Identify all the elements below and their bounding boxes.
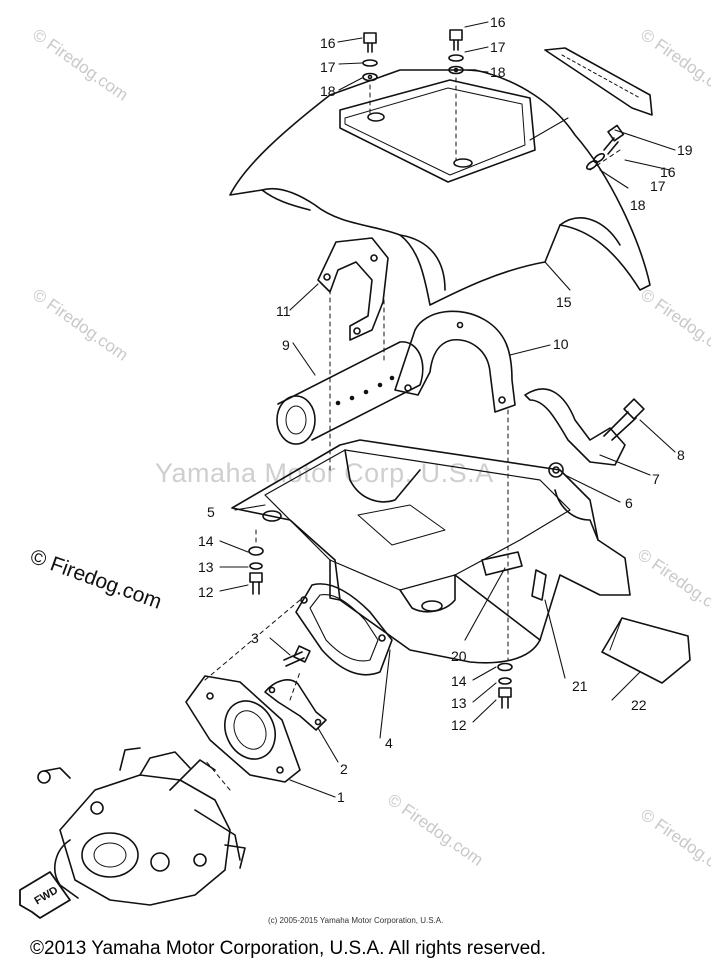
callout-13-left: 13 xyxy=(198,559,214,575)
lower-right-fasteners xyxy=(497,662,513,709)
callout-10: 10 xyxy=(553,336,569,352)
callout-20: 20 xyxy=(451,648,467,664)
callout-4: 4 xyxy=(385,735,393,751)
callout-12-right: 12 xyxy=(451,717,467,733)
callout-12-left: 12 xyxy=(198,584,214,600)
gasket-4 xyxy=(295,583,393,676)
callout-2: 2 xyxy=(340,761,348,777)
engine-cover xyxy=(229,69,651,306)
callout-3: 3 xyxy=(251,630,259,646)
support-bracket-11 xyxy=(317,237,389,341)
side-fasteners xyxy=(585,124,625,171)
callout-18-top-left: 18 xyxy=(320,83,336,99)
top-left-fasteners xyxy=(362,32,378,82)
callout-15: 15 xyxy=(556,294,572,310)
base-pan xyxy=(231,439,631,664)
callout-19: 19 xyxy=(677,142,693,158)
callout-16-top-right: 16 xyxy=(490,14,506,30)
callout-18-top-right: 18 xyxy=(490,64,506,80)
deflector-plate-22 xyxy=(601,617,691,684)
alignment-lines xyxy=(204,77,621,791)
callout-6: 6 xyxy=(625,495,633,511)
carburetor-assembly xyxy=(37,747,246,906)
leader-lines xyxy=(219,21,676,798)
callout-8: 8 xyxy=(677,447,685,463)
callout-14-left: 14 xyxy=(198,533,214,549)
watermark-center: Yamaha Motor Corp. U.S.A xyxy=(155,458,494,488)
callout-5: 5 xyxy=(207,504,215,520)
callout-21: 21 xyxy=(572,678,588,694)
footer-copyright: ©2013 Yamaha Motor Corporation, U.S.A. A… xyxy=(30,938,546,959)
bracket-21 xyxy=(531,569,547,601)
top-right-fasteners xyxy=(448,29,464,75)
lower-left-fasteners xyxy=(248,546,264,595)
callout-11: 11 xyxy=(276,303,291,319)
callout-18-side: 18 xyxy=(630,197,646,213)
callout-16-top-left: 16 xyxy=(320,35,336,51)
callout-1: 1 xyxy=(337,789,345,805)
callout-labels: 16 17 18 16 17 18 19 16 17 18 15 11 9 10… xyxy=(198,14,693,805)
callout-17-side: 17 xyxy=(650,178,666,194)
callout-14-right: 14 xyxy=(451,673,467,689)
decal-19 xyxy=(544,47,653,116)
bolt-8 xyxy=(603,398,645,441)
callout-13-right: 13 xyxy=(451,695,467,711)
callout-17-top-right: 17 xyxy=(490,39,506,55)
callout-22: 22 xyxy=(631,697,647,713)
muffler xyxy=(276,341,424,445)
arch-bracket-10 xyxy=(394,310,516,413)
bracket-20 xyxy=(481,551,523,576)
nut-6 xyxy=(548,462,564,478)
bolt-3 xyxy=(283,645,311,667)
fwd-arrow-icon xyxy=(19,871,71,919)
callout-9: 9 xyxy=(282,337,290,353)
exhaust-flange-1 xyxy=(185,675,301,783)
callout-17-top-left: 17 xyxy=(320,59,336,75)
strap-7 xyxy=(524,388,626,466)
callout-16-side: 16 xyxy=(660,164,676,180)
bracket-2 xyxy=(264,679,327,731)
callout-7: 7 xyxy=(652,471,660,487)
fwd-label: FWD xyxy=(32,884,60,907)
small-copyright: (c) 2005-2015 Yamaha Motor Corporation, … xyxy=(268,916,444,925)
